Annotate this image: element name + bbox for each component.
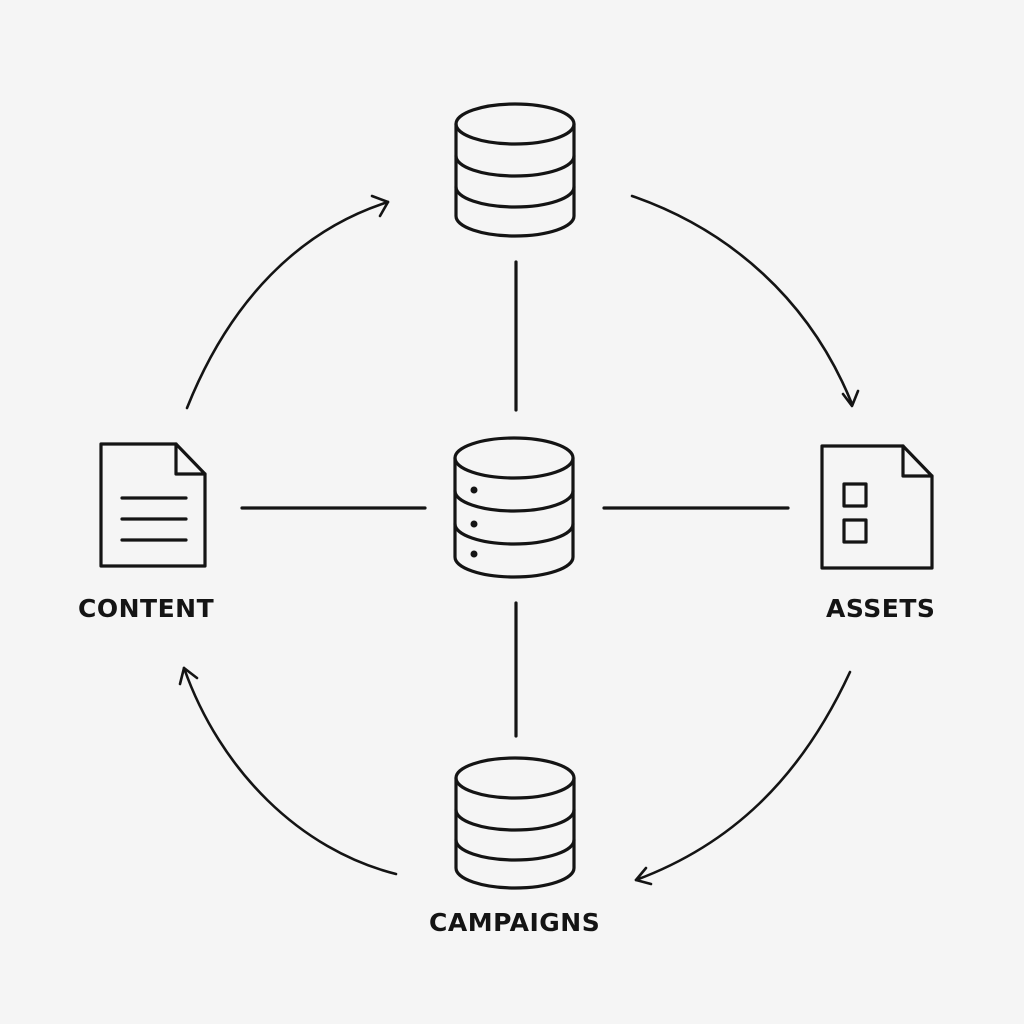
database-icon	[454, 756, 576, 890]
database-icon	[454, 102, 576, 238]
campaigns-label: CAMPAIGNS	[429, 908, 601, 937]
arrow-content-to-top	[185, 194, 390, 410]
arrow-campaigns-to-content	[178, 666, 398, 876]
content-label: CONTENT	[78, 594, 215, 623]
arrow-top-to-assets	[630, 194, 860, 408]
text-document-icon	[99, 442, 207, 568]
assets-label: ASSETS	[826, 594, 936, 623]
arrow-assets-to-campaigns	[634, 670, 852, 886]
server-database-icon	[453, 436, 575, 579]
asset-document-icon	[820, 444, 934, 570]
